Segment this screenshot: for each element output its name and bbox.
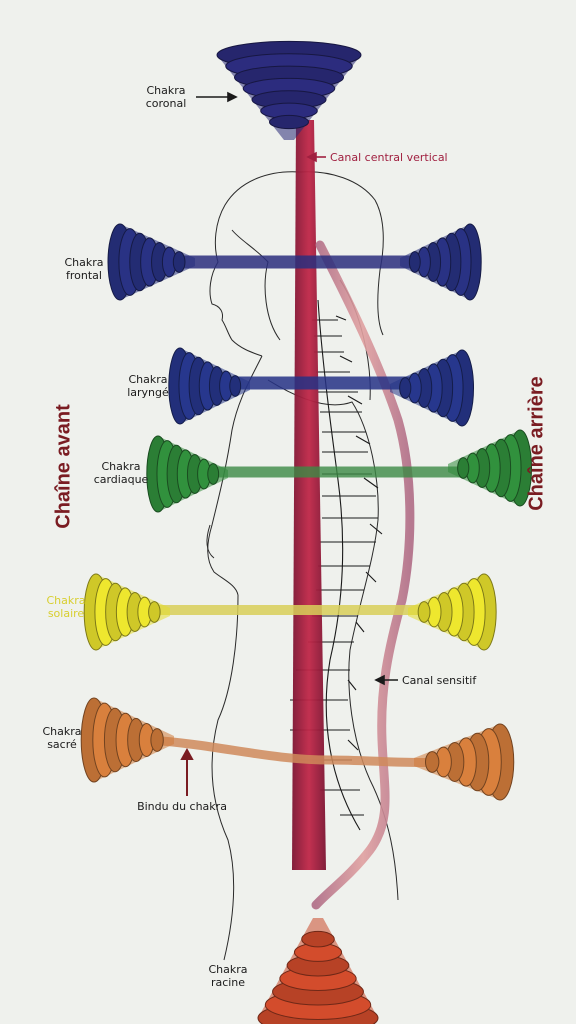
central-vertical-channel — [292, 120, 326, 870]
cone-cardiaque-back — [448, 429, 533, 507]
cone-coronal — [216, 40, 362, 140]
label-chakra-sacre: Chakra sacré — [42, 725, 82, 751]
chakra-cones — [80, 40, 533, 1024]
cone-larynge-front — [168, 347, 250, 425]
chain-bars — [135, 255, 476, 768]
label-chakra-coronal: Chakra coronal — [145, 84, 187, 110]
label-chakra-solaire: Chakra solaire — [46, 594, 86, 620]
cone-cardiaque-front — [146, 435, 228, 513]
cone-sacre-front — [80, 697, 174, 783]
label-chaine-avant: Chaîne avant — [52, 404, 75, 529]
label-chakra-larynge: Chakra laryngé — [127, 373, 169, 399]
cone-solaire-back — [408, 573, 497, 651]
label-chakra-racine: Chakra racine — [208, 963, 248, 989]
label-bindu: Bindu du chakra — [137, 800, 227, 813]
arrowhead-canal-sensitif — [374, 674, 385, 686]
cone-racine — [257, 918, 379, 1024]
spine — [290, 299, 383, 831]
arrowhead-canal-central — [306, 151, 317, 163]
cone-solaire-front — [83, 573, 170, 651]
body-outline — [206, 171, 399, 961]
cone-frontal-front — [107, 223, 195, 301]
cone-frontal-back — [400, 223, 482, 301]
cone-sacre-back — [414, 723, 515, 801]
arrowhead-bindu — [180, 747, 194, 760]
cone-larynge-back — [390, 349, 475, 427]
label-chakra-frontal: Chakra frontal — [64, 256, 104, 282]
label-chakra-cardiaque: Chakra cardiaque — [93, 460, 149, 486]
label-chaine-arriere: Chaîne arrière — [525, 376, 548, 511]
label-canal-central: Canal central vertical — [330, 151, 448, 164]
arrowhead-coronal — [227, 91, 238, 103]
label-canal-sensitif: Canal sensitif — [402, 674, 477, 687]
